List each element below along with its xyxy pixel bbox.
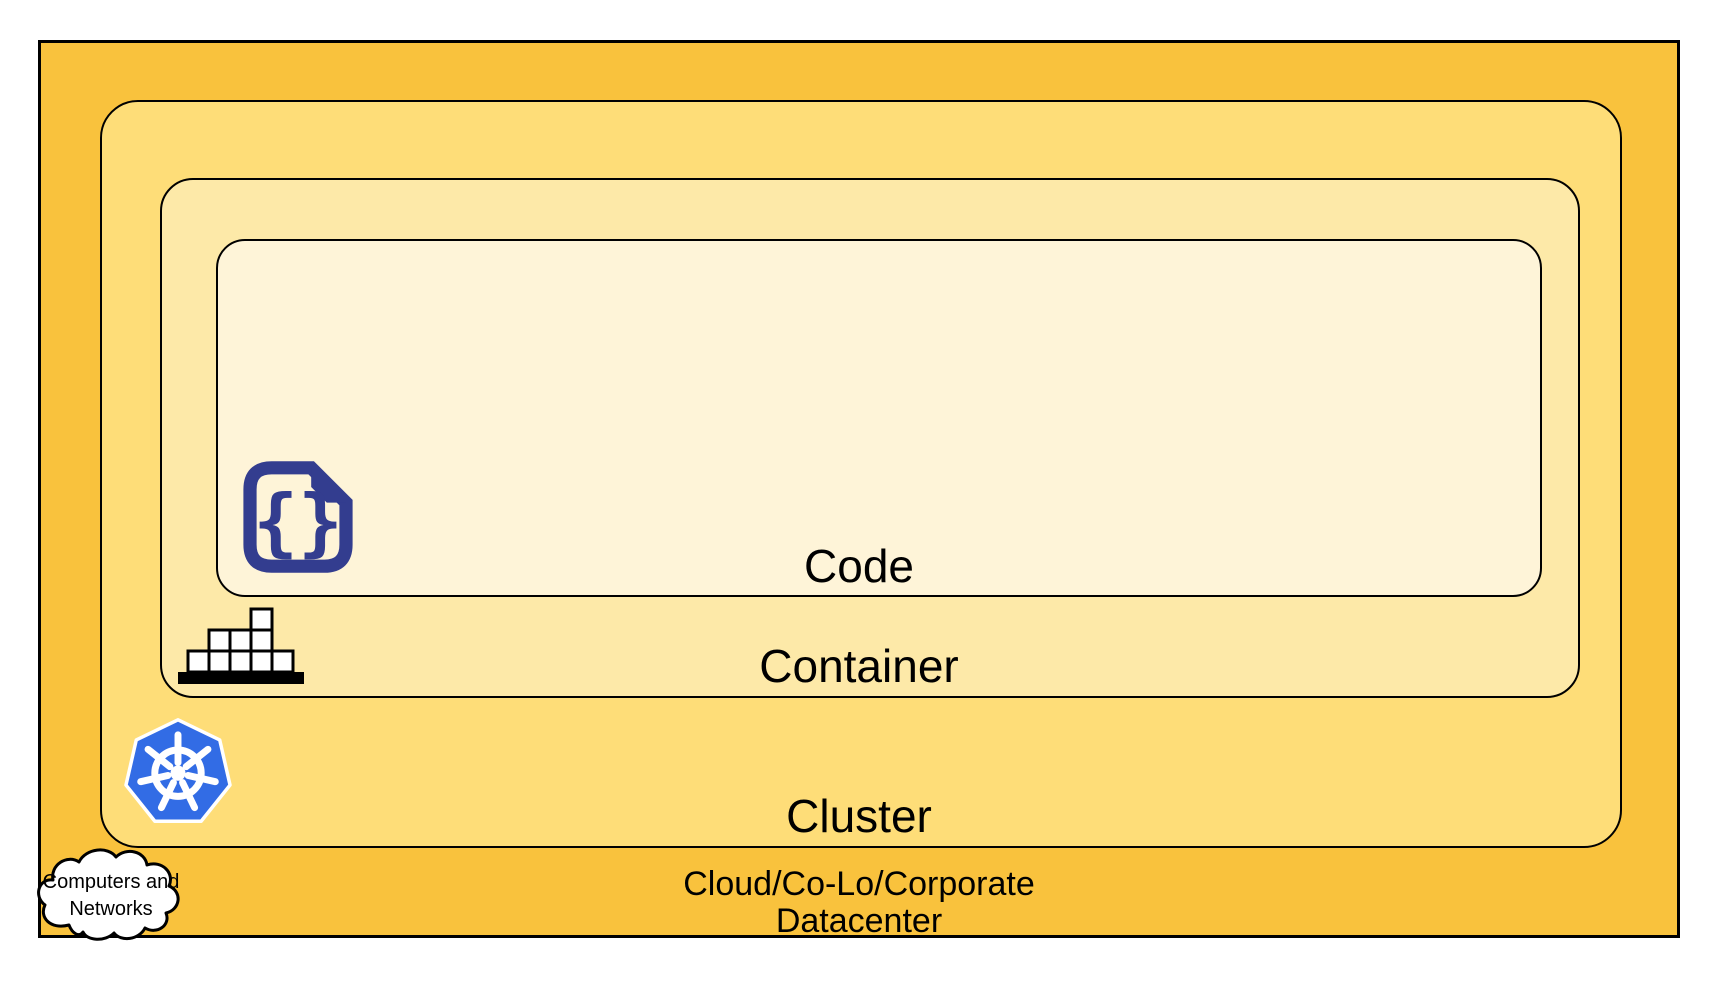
cloud-label: Computers and Networks: [36, 869, 186, 923]
container-blocks-icon: [178, 607, 304, 684]
cloud-label-line1: Computers and: [42, 871, 180, 893]
cloud-computers-networks-icon: [37, 848, 180, 941]
datacenter-label-line2: Datacenter: [775, 902, 943, 940]
svg-text:{}: {}: [253, 478, 343, 565]
cloud-label-line2: Networks: [69, 898, 153, 920]
datacenter-label-line1: Cloud/Co-Lo/Corporate: [683, 865, 1035, 903]
kubernetes-logo-icon: [124, 718, 232, 823]
cluster-label: Cluster: [786, 790, 932, 842]
datacenter-label: Cloud/Co-Lo/Corporate Datacenter: [38, 866, 1680, 940]
code-file-icon: {}: [243, 461, 353, 573]
container-label: Container: [759, 640, 959, 692]
code-box: [216, 239, 1542, 597]
code-label: Code: [804, 540, 914, 592]
